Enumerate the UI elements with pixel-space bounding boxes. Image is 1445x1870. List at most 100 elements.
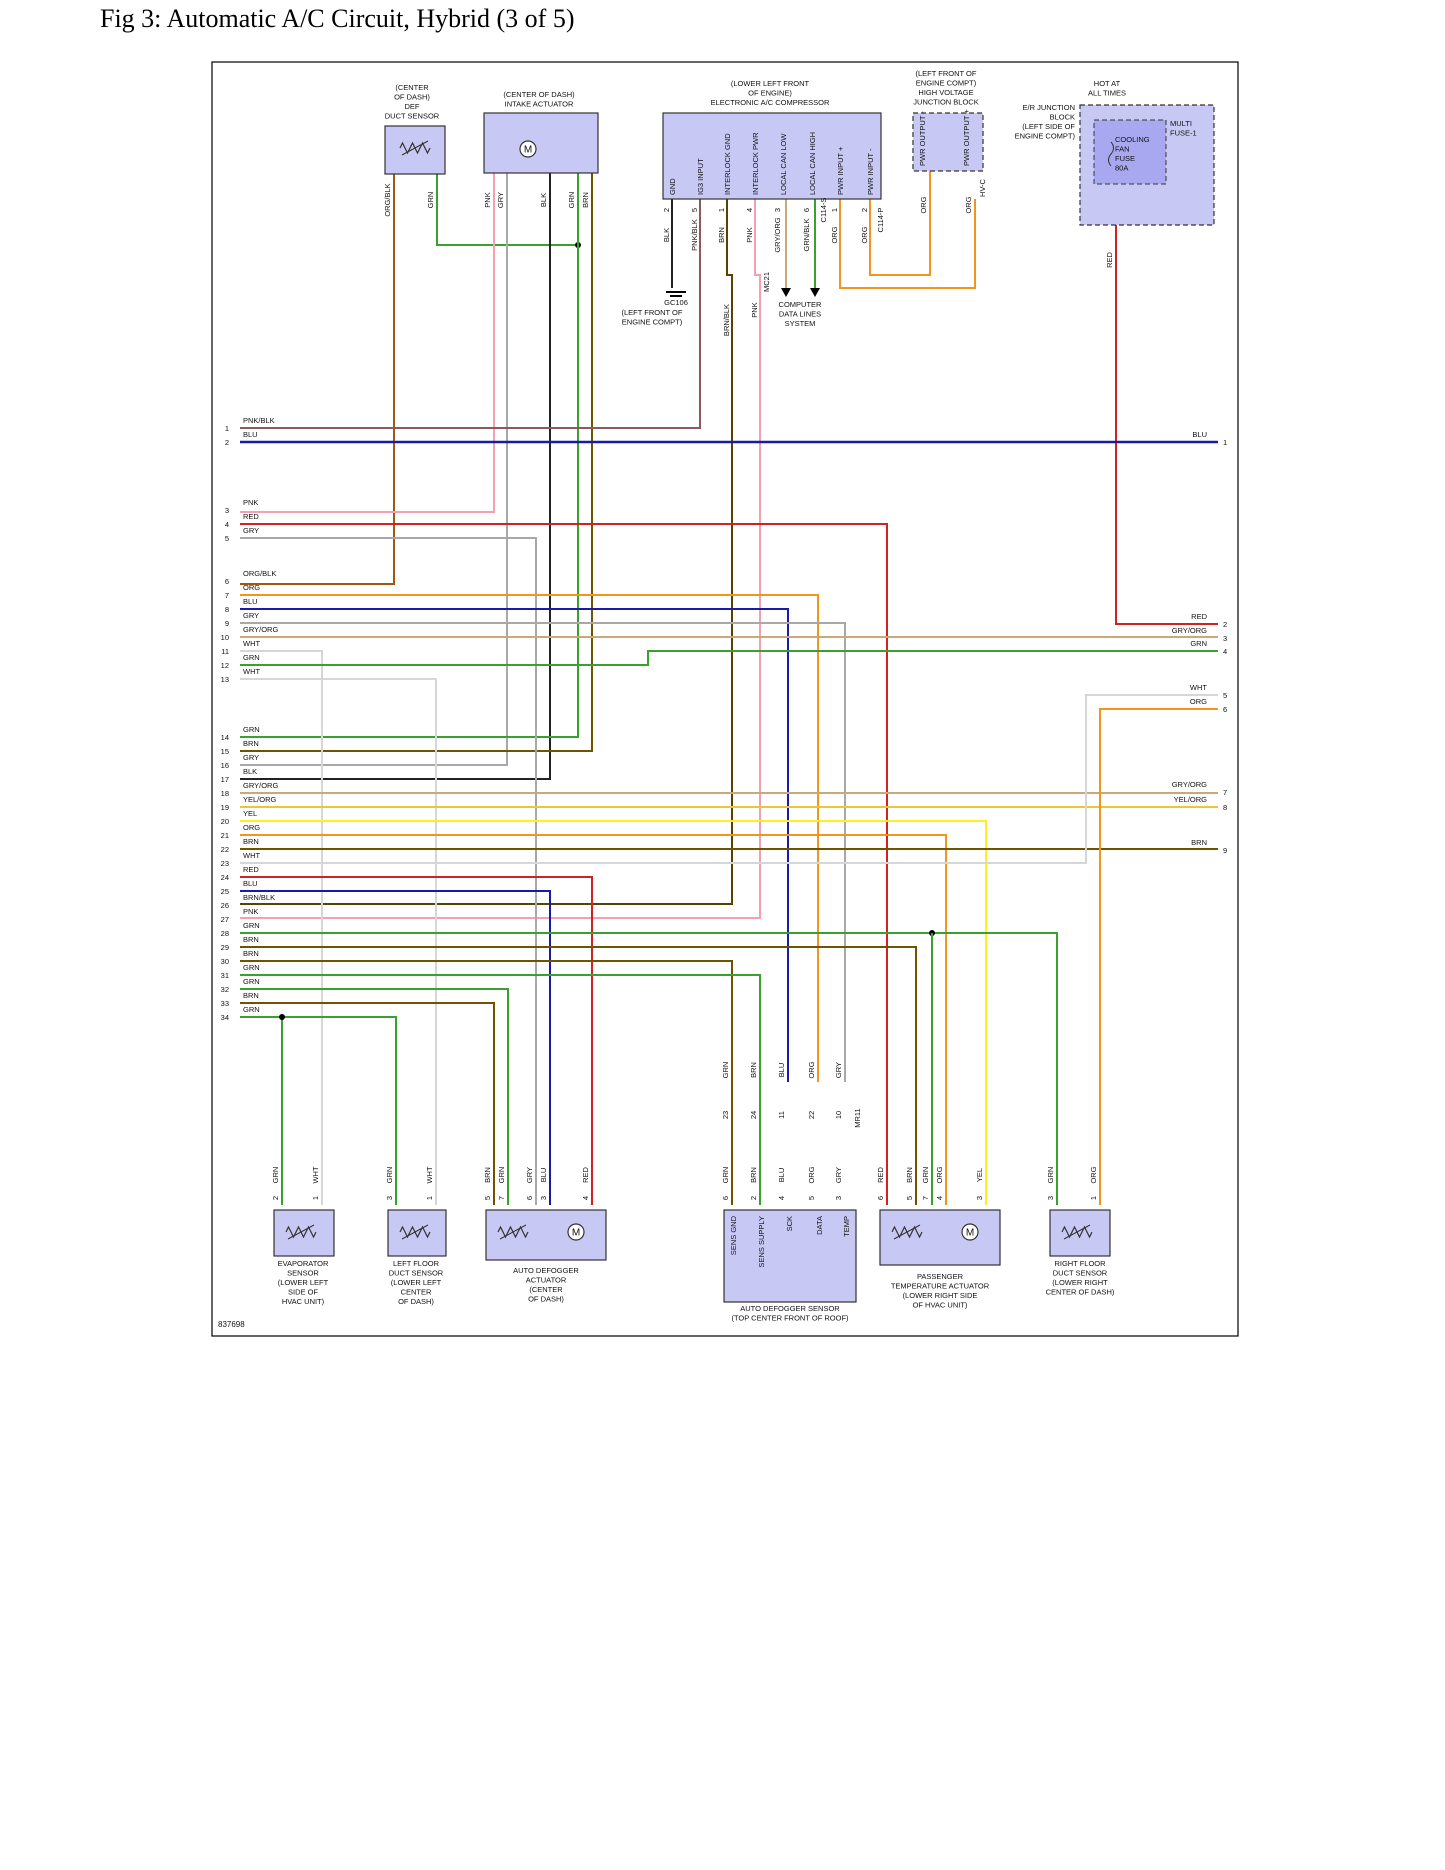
diagram-frame <box>211 61 1239 1337</box>
wire-color-label: GRN <box>921 1167 930 1184</box>
pass-actuator <box>879 1209 1001 1266</box>
evap-sensor-label: HVAC UNIT) <box>282 1297 325 1306</box>
motor-symbol <box>519 140 537 158</box>
defog-sensor-label: AUTO DEFOGGER SENSOR <box>740 1304 840 1313</box>
pass-actuator-label: OF HVAC UNIT) <box>913 1301 968 1310</box>
wire-color-label: GRN/BLK <box>802 219 811 252</box>
left-pin-color: PNK <box>243 498 258 507</box>
wire-brn-33 <box>240 1002 495 1205</box>
wire-brn-30 <box>240 960 733 1205</box>
compressor-pin-number: 5 <box>690 208 699 212</box>
wire-color-label: RED <box>876 1167 885 1183</box>
right-pin-color: GRY/ORG <box>1172 626 1207 635</box>
wire-grn-12 <box>240 650 1218 666</box>
mr11-pin-number: 24 <box>749 1111 758 1119</box>
wire-yel-20 <box>240 820 987 1205</box>
bottom-pin-number: 3 <box>975 1196 984 1200</box>
compressor-pin-name: INTERLOCK PWR <box>751 132 760 195</box>
wire-color-label: GRN <box>1046 1167 1055 1184</box>
wire-color-label: GRN <box>721 1167 730 1184</box>
left-pin-color: BRN <box>243 935 259 944</box>
left-pin-number: 1 <box>225 424 229 433</box>
defog-actuator-label: OF DASH) <box>528 1295 564 1304</box>
compressor-pin-name: PWR INPUT - <box>866 148 875 195</box>
compressor-pin-number: 4 <box>745 208 754 212</box>
left-pin-color: GRY <box>243 611 259 620</box>
wire-gry-9 <box>240 622 846 1082</box>
left-pin-color: GRY/ORG <box>243 625 278 634</box>
right-floor-label: CENTER OF DASH) <box>1046 1288 1115 1297</box>
compressor-pin-number: 1 <box>830 208 839 212</box>
wire-wht-13 <box>240 678 437 1205</box>
bottom-pin-number: 2 <box>749 1196 758 1200</box>
bottom-pin-number: 7 <box>497 1196 506 1200</box>
right-floor-label: DUCT SENSOR <box>1053 1269 1108 1278</box>
wire-color-label: GRN <box>426 192 435 209</box>
left-pin-number: 4 <box>225 520 229 529</box>
left-pin-number: 12 <box>221 661 229 670</box>
wire-color-label: BRN <box>581 192 590 208</box>
pass-actuator-label: (LOWER RIGHT SIDE <box>903 1291 978 1300</box>
motor-symbol <box>961 1223 979 1241</box>
fuse-label: COOLING <box>1115 135 1150 144</box>
def-duct-sensor-label: OF DASH) <box>394 93 430 102</box>
wire-intake-blk <box>240 173 551 780</box>
arrow-down <box>781 288 791 297</box>
right-pin-color: BLU <box>1192 430 1207 439</box>
left-pin-color: ORG <box>243 823 260 832</box>
pass-actuator-label: PASSENGER <box>917 1272 964 1281</box>
left-pin-color: YEL/ORG <box>243 795 277 804</box>
wire-org-right-6 <box>1099 708 1218 1205</box>
right-pin-number: 6 <box>1223 705 1227 714</box>
right-pin-number: 1 <box>1223 438 1227 447</box>
def-duct-sensor <box>384 125 446 175</box>
left-pin-number: 13 <box>221 675 229 684</box>
hv-junction-label: HIGH VOLTAGE <box>918 88 973 97</box>
left-pin-color: BLK <box>243 767 257 776</box>
wire-org-21 <box>240 834 947 1205</box>
left-pin-color: YEL <box>243 809 257 818</box>
left-floor <box>387 1209 447 1257</box>
wire-blu-8 <box>240 608 789 1082</box>
bottom-pin-number: 5 <box>807 1196 816 1200</box>
mr11-pin-number: 10 <box>834 1111 843 1119</box>
multi-fuse-label: MULTI <box>1170 119 1192 128</box>
hv-junction-label: (LEFT FRONT OF <box>916 69 977 78</box>
defog-sensor <box>723 1209 857 1303</box>
compressor-pin-number: 1 <box>717 208 726 212</box>
hv-pin-name: PWR OUTPUT - <box>918 111 927 166</box>
wire-color-label: GRN <box>385 1167 394 1184</box>
ground-id: GC106 <box>664 298 688 307</box>
bottom-pin-number: 5 <box>483 1196 492 1200</box>
left-pin-number: 25 <box>221 887 229 896</box>
left-pin-number: 15 <box>221 747 229 756</box>
wire-color-label: BRN <box>717 227 726 243</box>
left-pin-number: 33 <box>221 999 229 1008</box>
wire-color-label: WHT <box>311 1166 320 1183</box>
left-pin-number: 8 <box>225 605 229 614</box>
mr11-pin-number: 23 <box>721 1111 730 1119</box>
hv-junction-block <box>912 112 984 172</box>
wire-color-label: ORG <box>964 196 973 213</box>
bottom-pin-number: 2 <box>271 1196 280 1200</box>
wire-color-label: GRY <box>834 1167 843 1183</box>
left-pin-color: RED <box>243 512 259 521</box>
compressor-pin-name: LOCAL CAN HIGH <box>808 132 817 195</box>
fuse-label: 80A <box>1115 164 1128 173</box>
wire-color-label: ORG <box>807 1166 816 1183</box>
wire-color-label: ORG <box>935 1166 944 1183</box>
sensor-pin-name: SENS GND <box>729 1215 738 1255</box>
wire-brn-29 <box>240 946 917 1205</box>
right-pin-color: ORG <box>1190 697 1207 706</box>
wire-color-label: BLK <box>539 193 548 207</box>
wire-color-label: YEL <box>975 1168 984 1182</box>
cooling-fan-fuse <box>1093 119 1167 185</box>
connector-c114s: C114-S <box>819 198 828 223</box>
wire-color-label: RED <box>581 1167 590 1183</box>
bottom-pin-number: 3 <box>834 1196 843 1200</box>
right-pin-number: 3 <box>1223 634 1227 643</box>
compressor-label: OF ENGINE) <box>748 89 792 98</box>
wire-gry-5 <box>240 537 537 1205</box>
fuse-symbol <box>1108 141 1114 167</box>
left-pin-color: WHT <box>243 667 260 676</box>
